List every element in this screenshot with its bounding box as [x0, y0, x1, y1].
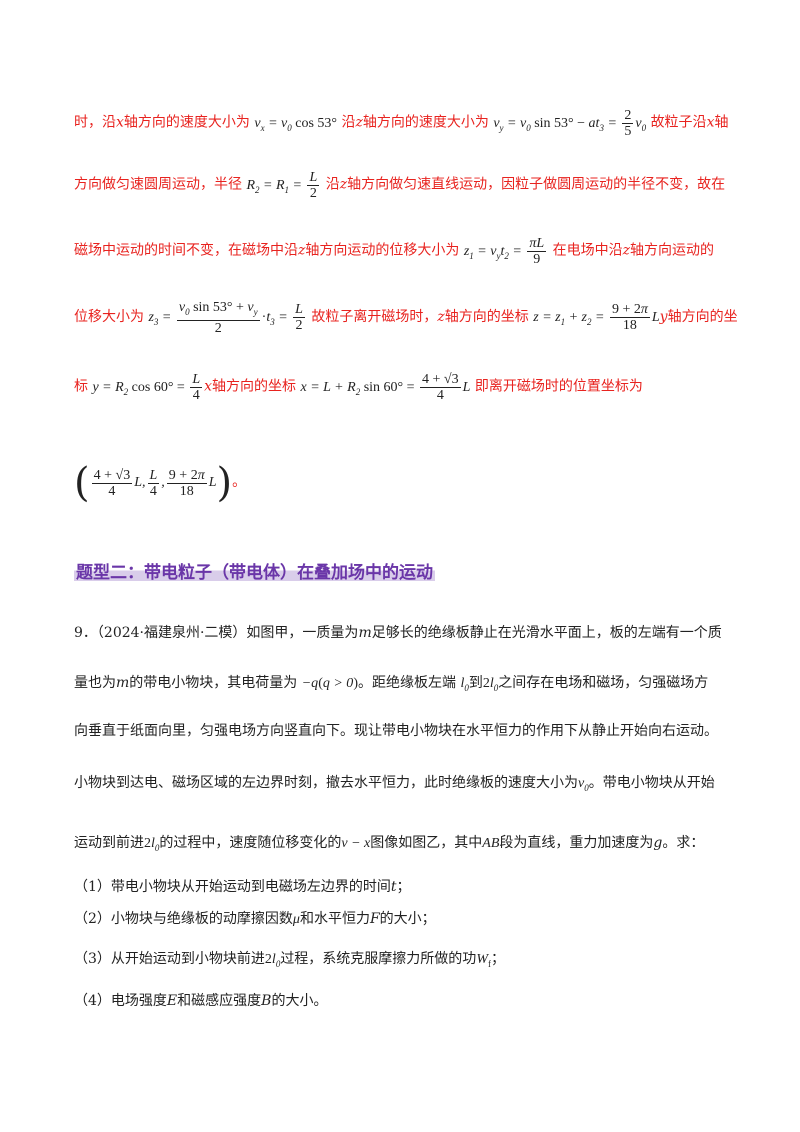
text: 轴方向的坐: [667, 309, 738, 326]
text: 轴: [714, 114, 729, 131]
text: 的带电小物块，其电荷量为: [129, 675, 298, 691]
var-z: z: [355, 114, 363, 131]
var-m: m: [358, 625, 372, 641]
text: （4）电场强度: [74, 993, 167, 1009]
text: 轴方向运动的位移大小为: [305, 242, 460, 259]
var-y: y: [659, 309, 668, 326]
text: 之间存在电场和磁场，匀强磁场方: [498, 675, 709, 691]
text: 位移大小为: [74, 309, 144, 326]
text: 即离开磁场时的位置坐标为: [474, 378, 643, 395]
text: 9．（2024·福建泉州·二模）如图甲，一质量为: [74, 625, 359, 641]
formula-charge: −q(q > 0): [301, 676, 358, 691]
var-z: z: [437, 309, 445, 326]
text: 轴方向运动的: [629, 242, 714, 259]
problem-line-1: 9．（2024·福建泉州·二模）如图甲，一质量为m足够长的绝缘板静止在光滑水平面…: [74, 622, 724, 642]
text: 段为直线，重力加速度为: [499, 835, 654, 851]
var-g: g: [653, 835, 663, 851]
text: 的过程中，速度随位移变化的: [159, 835, 342, 851]
var-z: z: [622, 242, 630, 259]
text: 。带电小物块从开始: [588, 775, 715, 791]
question-3: （3）从开始运动到小物块前进2l0过程，系统克服摩擦力所做的功Wf；: [74, 948, 724, 969]
formula-v0: v0: [578, 776, 589, 793]
var-b: B: [261, 993, 272, 1009]
text: 小物块到达电、磁场区域的左边界时刻，撤去水平恒力，此时绝缘板的速度大小为: [74, 775, 578, 791]
var-m: m: [116, 675, 130, 691]
formula-ab: AB: [482, 836, 500, 851]
text: 在电场中沿: [552, 242, 623, 259]
text: 和水平恒力: [299, 911, 370, 927]
text: 和磁感应强度: [177, 993, 262, 1009]
problem-line-5: 运动到前进2l0的过程中，速度随位移变化的v − x图像如图乙，其中AB段为直线…: [74, 832, 724, 853]
var-z: z: [298, 242, 306, 259]
text: 量也为: [74, 675, 116, 691]
text: 时，沿: [74, 114, 116, 131]
text: 到: [468, 675, 483, 691]
var-x: x: [116, 114, 124, 131]
text: （2）小物块与绝缘板的动摩擦因数: [74, 911, 293, 927]
question-1: （1）带电小物块从开始运动到电磁场左边界的时间t；: [74, 876, 724, 896]
problem-line-2: 量也为m的带电小物块，其电荷量为 −q(q > 0)。距绝缘板左端 l0到2l0…: [74, 672, 724, 693]
formula-mu: μ: [292, 912, 300, 927]
text: 故粒子沿: [650, 114, 707, 131]
var-f: F: [369, 911, 380, 927]
section-heading: 题型二：带电粒子（带电体）在叠加场中的运动: [74, 558, 435, 583]
text: 故粒子离开磁场时，: [311, 309, 438, 326]
text: 的大小。: [271, 993, 328, 1009]
formula-l0: l0: [460, 676, 469, 693]
text: 标: [74, 378, 88, 395]
formula-vx: vx = v0 cos 53°: [254, 115, 338, 133]
text: 图像如图乙，其中: [370, 835, 483, 851]
var-e: E: [166, 993, 178, 1009]
var-t: t: [390, 879, 397, 895]
text: ；: [396, 879, 411, 895]
text: 轴方向的速度大小为: [123, 114, 250, 131]
text: 沿: [325, 176, 340, 193]
text: 方向做匀速圆周运动，半径: [74, 176, 242, 193]
text: 轴方向做匀速直线运动，因粒子做圆周运动的半径不变，故在: [347, 176, 726, 193]
solution-line-3: 磁场中运动的时间不变，在磁场中沿z轴方向运动的位移大小为 z1 = vyt2 =…: [74, 236, 724, 267]
text: 足够长的绝缘板静止在光滑水平面上，板的左端有一个质: [371, 625, 722, 641]
text: （3）从开始运动到小物块前进: [74, 951, 265, 967]
text: 磁场中运动的时间不变，在磁场中沿: [74, 242, 298, 259]
text: （1）带电小物块从开始运动到电磁场左边界的时间: [74, 879, 391, 895]
text: 。: [232, 474, 247, 491]
text: 向垂直于纸面向里，匀强电场方向竖直向下。现让带电小物块在水平恒力的作用下从静止开…: [74, 723, 718, 739]
solution-line-1: 时，沿x轴方向的速度大小为 vx = v0 cos 53° 沿z轴方向的速度大小…: [74, 108, 728, 139]
text: 运动到前进: [74, 835, 144, 851]
text: 。求：: [662, 835, 705, 851]
text: 沿: [341, 114, 356, 131]
text: 轴方向的坐标: [212, 378, 297, 395]
text: 轴方向的坐标: [444, 309, 529, 326]
text: 。距绝缘板左端: [357, 675, 456, 691]
formula-2l0: 2l0: [144, 836, 160, 853]
formula-2l0: 2l0: [264, 952, 281, 969]
text: 的大小；: [379, 911, 436, 927]
formula-2l0: 2l0: [482, 676, 499, 693]
formula-wf: Wf: [476, 952, 491, 969]
problem-line-3: 向垂直于纸面向里，匀强电场方向竖直向下。现让带电小物块在水平恒力的作用下从静止开…: [74, 720, 724, 740]
question-4: （4）电场强度E和磁感应强度B的大小。: [74, 990, 724, 1010]
question-2: （2）小物块与绝缘板的动摩擦因数μ和水平恒力F的大小；: [74, 908, 724, 928]
var-x: x: [706, 114, 715, 131]
var-x: x: [204, 378, 213, 395]
var-z: z: [339, 176, 348, 193]
problem-line-4: 小物块到达电、磁场区域的左边界时刻，撤去水平恒力，此时绝缘板的速度大小为v0。带…: [74, 772, 724, 793]
text: 轴方向的速度大小为: [362, 114, 489, 131]
text: ；: [490, 951, 505, 967]
formula-v-x: v − x: [341, 836, 371, 851]
text: 过程，系统克服摩擦力所做的功: [280, 951, 477, 967]
